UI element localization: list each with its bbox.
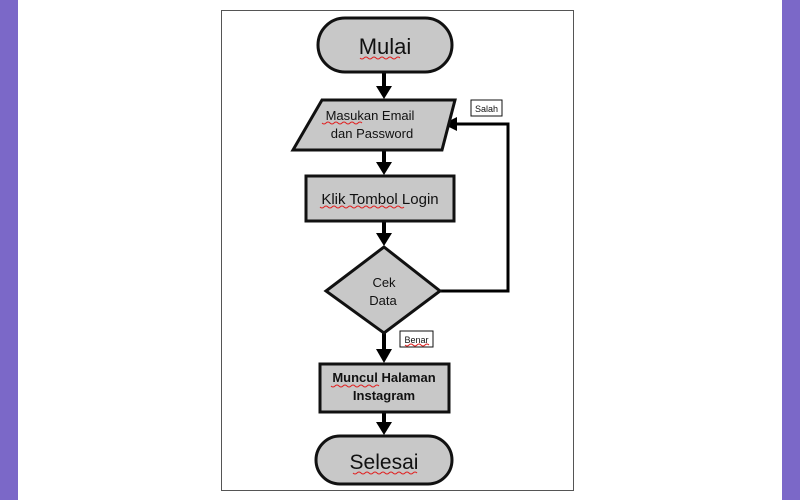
start-label: Mulai (359, 34, 412, 59)
show-instagram-page-box (318, 362, 451, 414)
false-branch-label: Salah (475, 104, 498, 114)
end-terminal (314, 434, 454, 486)
decision-label-line1: Cek (372, 275, 396, 290)
login-process-label: Klik Tombol Login (321, 191, 438, 208)
false-branch-tag (470, 99, 503, 117)
input-label-line1: Masukan Email (326, 108, 415, 123)
connector-start-to-input (376, 72, 392, 99)
output-label-line2: Instagram (353, 388, 415, 403)
decision-label-line2: Data (369, 293, 397, 308)
input-label-line2: dan Password (331, 126, 413, 141)
input-parallelogram (290, 98, 457, 152)
check-data-decision (323, 245, 443, 335)
connector-process-to-decision (376, 221, 392, 246)
start-terminal (316, 16, 454, 74)
true-branch-label: Benar (404, 335, 428, 345)
connector-input-to-process (376, 150, 392, 175)
end-label: Selesai (350, 451, 419, 474)
login-process-box (304, 174, 456, 223)
output-label-line1: Muncul Halaman (332, 370, 435, 385)
left-accent-bar (0, 0, 18, 500)
connector-decision-to-output (376, 333, 392, 363)
right-accent-bar (782, 0, 800, 500)
connector-output-to-end (376, 412, 392, 435)
true-branch-tag (399, 330, 434, 348)
